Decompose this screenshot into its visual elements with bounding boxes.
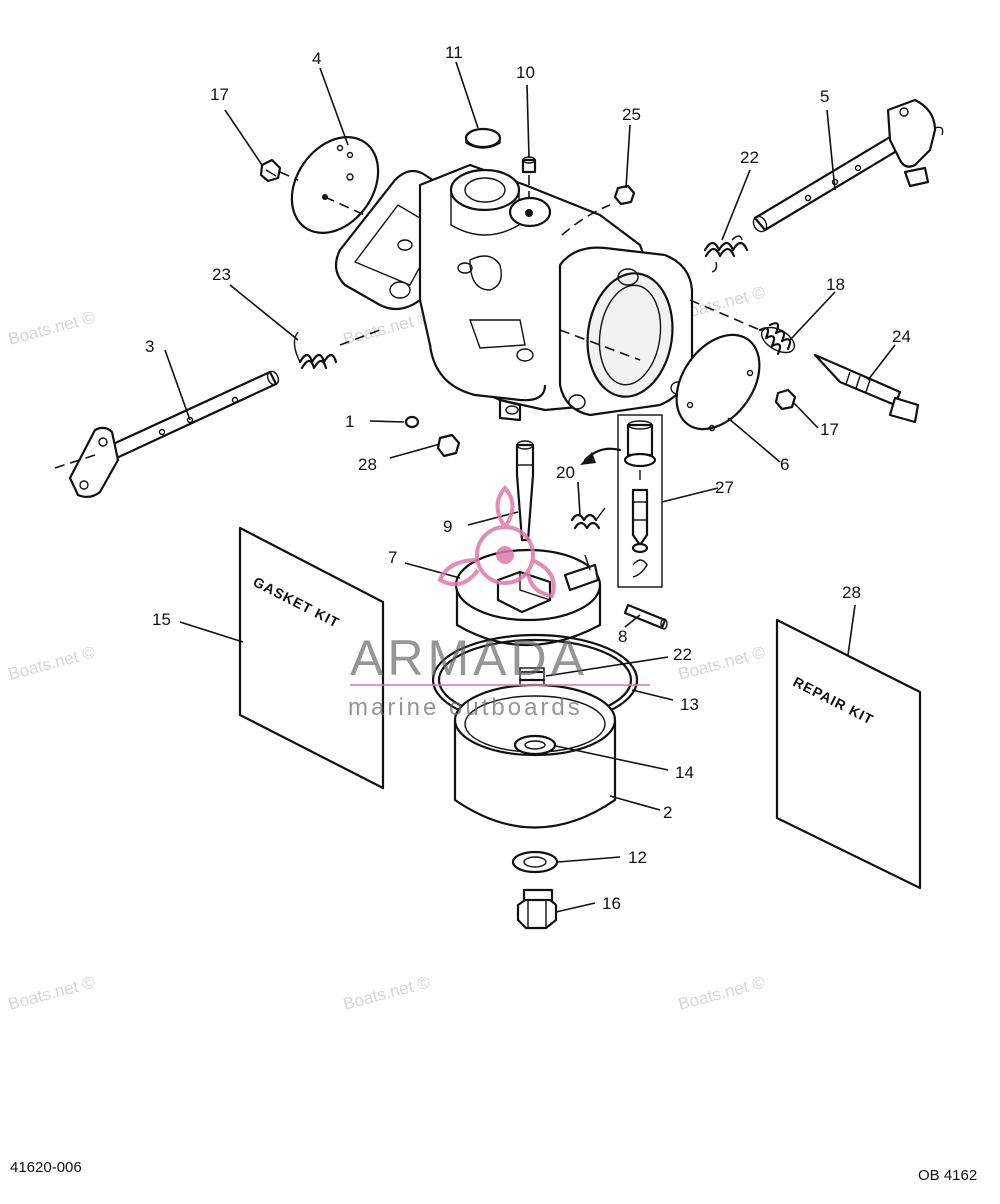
callout-8: 8 [618,627,627,646]
part-spring-upper-right [703,235,749,273]
part-float-bowl [453,683,617,829]
part-clip [404,415,420,429]
part-jet-small [521,156,537,198]
callout-4: 4 [312,49,321,68]
watermark-text: Boats.net © [6,307,97,349]
watermark-text: Boats.net © [676,972,767,1014]
callout-23: 24 [892,327,911,346]
leader-lines [164,61,896,913]
callout-17: 17 [210,85,229,104]
repair-kit-card: REPAIR KIT [775,618,922,890]
part-spring-left [293,329,381,370]
watermark-text: Boats.net © [6,642,97,684]
callout-17-right: 17 [820,420,839,439]
callout-25: 28 [358,455,377,474]
part-washer [511,850,559,874]
callout-2: 2 [663,803,672,822]
callout-28: 28 [842,583,861,602]
part-screw-lower [436,433,461,458]
part-needle-seat-assembly [617,414,663,588]
callout-10: 10 [516,63,535,82]
part-screw-right [774,388,797,411]
part-direction-arrow [580,447,622,465]
callout-13: 13 [680,695,699,714]
part-diaphragm-plate-right [675,333,761,432]
brand-logo-icon [437,484,556,599]
drawing-code-left: 41620-006 [10,1159,82,1176]
part-screw-upper [259,158,299,183]
callout-27: 27 [715,478,734,497]
callout-22: 22 [673,645,692,664]
callout-18: 18 [826,275,845,294]
callout-6: 6 [780,455,789,474]
part-shaft-upper-right [752,98,944,233]
part-spring-clip [570,507,606,530]
part-spring-right [758,322,796,356]
gasket-kit-card: GASKET KIT [238,526,385,790]
part-mixture-screw [813,353,920,424]
watermark-text: Boats.net © [6,972,97,1014]
callout-24: 25 [622,105,641,124]
callout-19: 20 [556,463,575,482]
callout-11: 11 [445,43,463,62]
part-drain-plug [516,888,558,930]
drawing-code-right: OB 4162 [918,1167,977,1184]
callout-21: 23 [212,265,231,284]
callout-14: 14 [675,763,694,782]
watermark-text: Boats.net © [341,972,432,1014]
part-carburetor-body [334,163,761,422]
callout-1: 1 [345,412,354,431]
callout-5: 5 [820,87,829,106]
callout-12: 12 [628,848,647,867]
brand-subtitle: marine outboards [348,694,583,721]
callout-7: 7 [388,548,397,567]
brand-name: ARMADA [350,630,588,686]
part-float-pin [623,603,668,630]
callout-3: 3 [145,337,154,356]
callout-16: 16 [602,894,621,913]
callout-15: 15 [152,610,171,629]
part-inlet-pin [515,440,535,542]
callout-20: 22 [740,148,759,167]
part-shaft-lower-left [54,370,280,499]
part-screw-top [613,184,636,206]
part-plug [464,127,502,149]
callout-9: 9 [443,517,452,536]
brand-watermark: ARMADA marine outboards [348,484,650,721]
watermark-text: Boats.net © [341,307,432,349]
callout-labels: 4 17 11 10 25 5 22 18 24 17 6 27 23 3 1 … [145,43,911,913]
